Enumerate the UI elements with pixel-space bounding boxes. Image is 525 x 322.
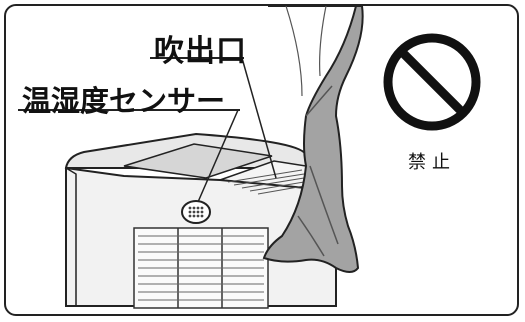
outlet-louvres	[227, 169, 305, 195]
pointer-lines	[197, 57, 277, 203]
sensor-pointer	[197, 109, 239, 203]
humidity-sensor	[181, 200, 211, 224]
label-underlines	[18, 57, 244, 111]
unit-side-edge	[65, 167, 77, 306]
front-grille-slats	[138, 235, 264, 301]
air-outlet-pointer	[241, 57, 277, 179]
prohibited-label: 禁止	[408, 152, 456, 173]
humidity-sensor-label: 温湿度センサー	[22, 84, 226, 118]
unit-top-panel	[123, 143, 273, 179]
illustration-svg	[18, 6, 481, 309]
prohibition-sign-icon	[383, 33, 481, 131]
curtain	[262, 6, 364, 273]
air-outlet-label: 吹出口	[154, 34, 247, 69]
illustration-frame: 吹出口 温湿度センサー 禁止	[4, 4, 519, 316]
